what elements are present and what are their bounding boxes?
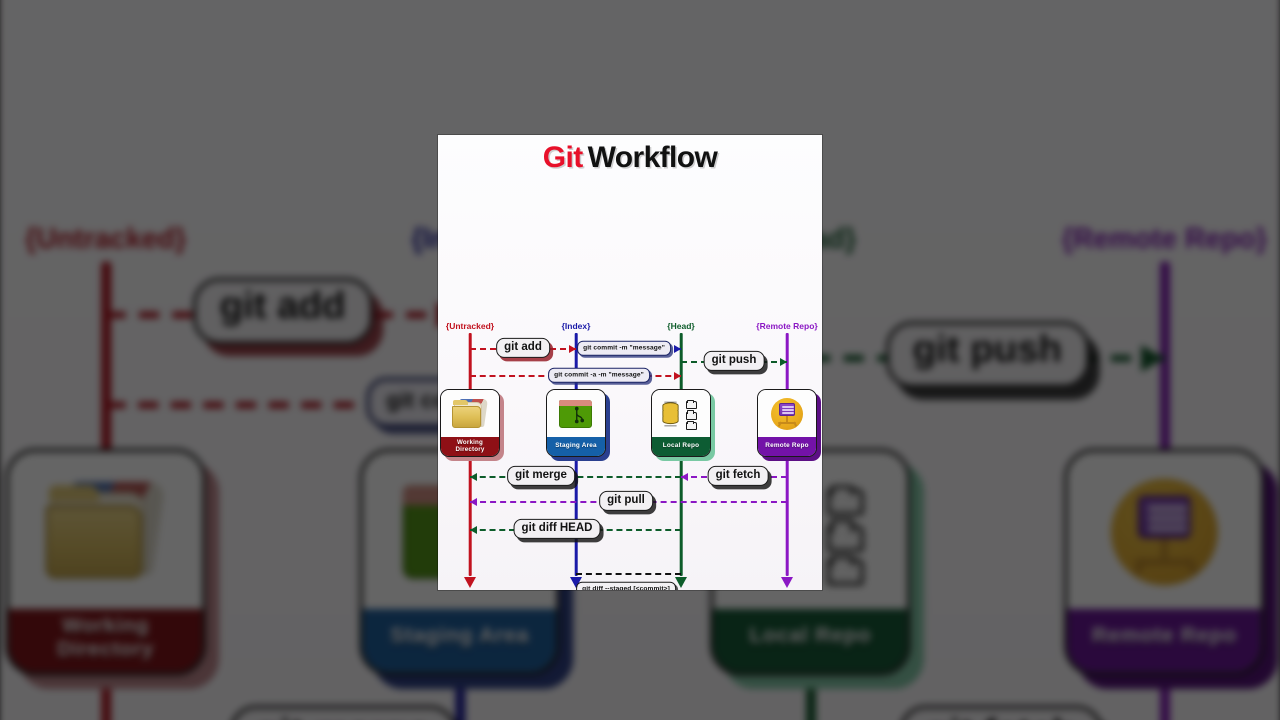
lane-header-remote_repo: {Remote Repo} [756,321,818,331]
command-pill-git-commit-a-m[interactable]: git commit -a -m "message" [548,367,650,383]
command-pill-git-add[interactable]: git add [192,277,373,346]
node-card-remote-repo[interactable]: Remote Repo [1064,448,1265,676]
staging-area-icon [547,390,605,437]
arrowhead-git-commit-a-m [674,372,681,380]
node-label-staging-area: Staging Area [362,608,557,673]
lane-header-index: {Index} [561,321,591,331]
lane-arrowhead-untracked [464,577,476,588]
lane-header-untracked: {Untracked} [445,321,495,331]
remote-repo-icon [1067,451,1262,609]
node-label-remote-repo: Remote Repo [1067,608,1262,673]
arrowhead-git-push [780,358,787,366]
command-pill-git-commit-m[interactable]: git commit -m "message" [577,340,671,356]
lane-arrowhead-index [570,577,582,588]
lane-arrowhead-head [675,577,687,588]
local-repo-icon [652,390,710,437]
node-card-local-repo[interactable]: Local Repo [651,389,711,457]
node-card-staging-area[interactable]: Staging Area [546,389,606,457]
arrowhead-git-push [1141,344,1165,372]
command-pill-git-fetch[interactable]: git fetch [899,705,1103,720]
node-label-staging-area: Staging Area [547,437,605,456]
command-pill-git-fetch[interactable]: git fetch [707,465,769,487]
command-pill-git-pull[interactable]: git pull [599,490,653,512]
command-pill-git-diff-staged[interactable]: git diff --staged [<commit>] [576,581,676,590]
title-workflow: Workflow [587,141,718,174]
command-pill-git-diff-head[interactable]: git diff HEAD [513,518,601,540]
lane-arrowhead-remote_repo [781,577,793,588]
node-label-local-repo: Local Repo [713,608,908,673]
command-pill-git-merge[interactable]: git merge [507,465,575,487]
node-label-remote-repo: Remote Repo [758,437,816,456]
lane-header-remote_repo: {Remote Repo} [1061,221,1267,255]
lane-header-untracked: {Untracked} [25,221,187,255]
command-pill-git-push[interactable]: git push [885,321,1089,389]
arrowhead-git-merge [470,473,477,481]
arrowhead-git-pull [470,498,477,506]
remote-repo-icon [758,390,816,437]
title-git: Git [542,141,583,174]
working-directory-icon [441,390,499,437]
arrowhead-git-add [569,345,576,353]
command-pill-git-push[interactable]: git push [703,350,765,372]
arrowhead-git-fetch [681,473,688,481]
connector-git-merge [470,476,681,478]
arrowhead-git-diff-head [470,526,477,534]
command-pill-git-add[interactable]: git add [496,337,550,359]
working-directory-icon [8,451,203,609]
connector-git-diff-staged [576,573,681,575]
command-pill-git-merge[interactable]: git merge [229,705,456,720]
node-card-remote-repo[interactable]: Remote Repo [757,389,817,457]
lane-header-head: {Head} [667,321,695,331]
arrowhead-git-commit-m [674,345,681,353]
node-label-local-repo: Local Repo [652,437,710,456]
